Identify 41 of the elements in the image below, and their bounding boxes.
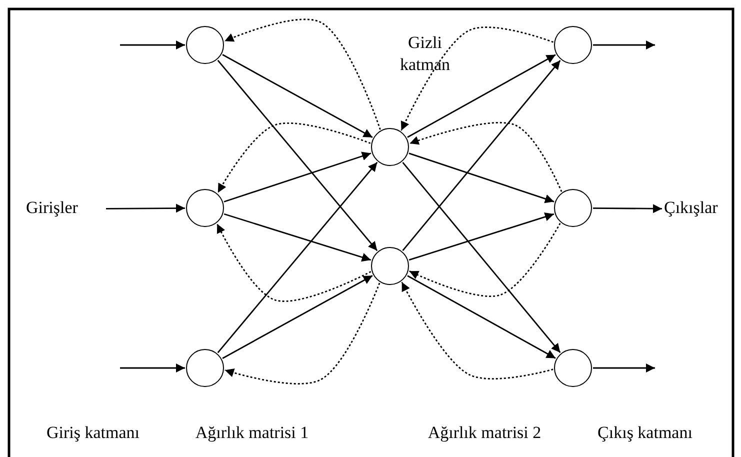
dotted-arrow (224, 282, 380, 384)
arrow (224, 213, 372, 262)
caption-label: Giriş katmanı (45, 422, 140, 444)
layer-label: Gizli katman (398, 32, 452, 76)
neuron-circle (186, 26, 224, 64)
arrow (106, 204, 185, 213)
neuron-circle (186, 349, 224, 387)
caption-label: Ağırlık matrisi 1 (194, 422, 310, 444)
arrow (593, 204, 662, 214)
arrow (222, 275, 373, 359)
neuron-circle (371, 128, 409, 166)
arrow (593, 364, 655, 372)
input-output-label: Çıkışlar (664, 198, 740, 220)
caption-label: Ağırlık matrisi 2 (426, 422, 542, 444)
neuron-circle (186, 189, 224, 227)
arrow (224, 152, 372, 202)
input-output-label: Girişler (26, 198, 104, 220)
dotted-arrow (216, 224, 372, 302)
dotted-arrow (400, 26, 554, 131)
caption-label: Çıkış katmanı (596, 422, 694, 444)
arrow (217, 60, 378, 252)
neuron-circle (371, 247, 409, 285)
arrow (120, 40, 185, 50)
arrow (222, 54, 373, 138)
dotted-arrow (224, 18, 381, 130)
arrow (408, 212, 554, 261)
arrow (402, 162, 561, 354)
dotted-arrow (401, 282, 554, 380)
dotted-arrow (409, 222, 561, 297)
dotted-arrow (217, 122, 371, 194)
neuron-circle (554, 349, 592, 387)
arrow (402, 60, 561, 252)
arrow (407, 275, 556, 359)
arrow (407, 54, 556, 138)
arrow (408, 152, 554, 204)
dotted-arrow (409, 122, 562, 192)
arrow (120, 364, 185, 372)
neuron-circle (554, 189, 592, 227)
neuron-circle (554, 26, 592, 64)
arrow (593, 40, 655, 50)
arrow (217, 162, 378, 354)
